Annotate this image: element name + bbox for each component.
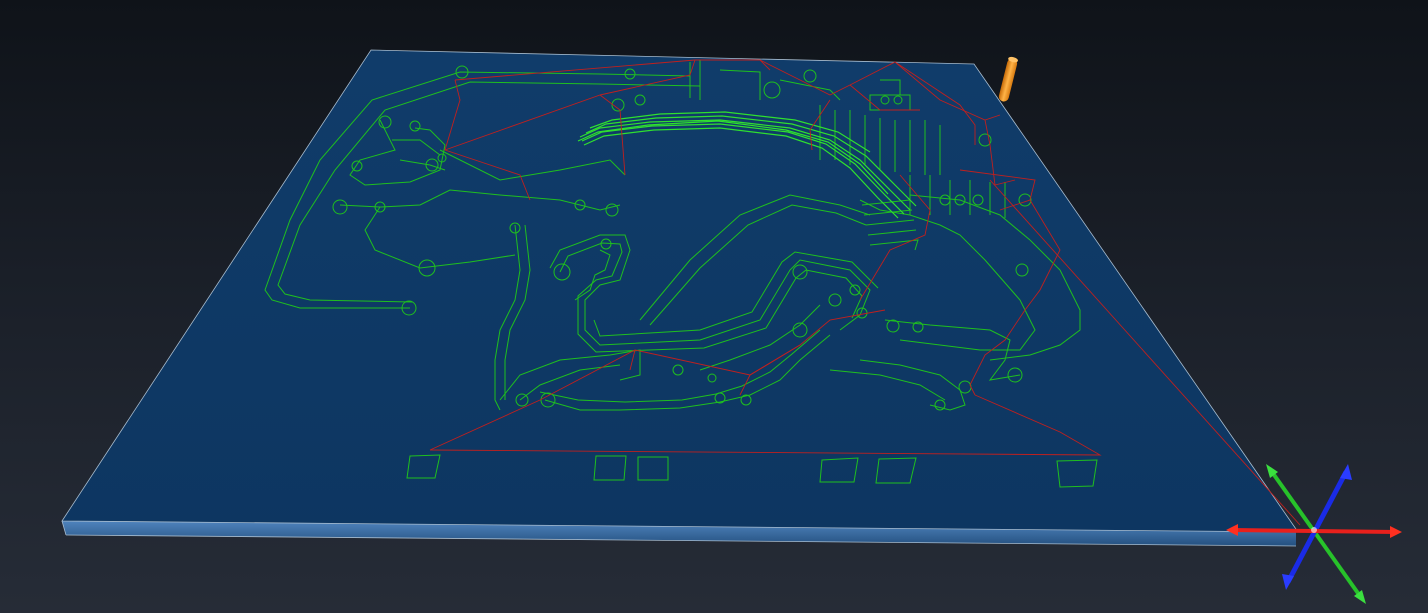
trace-mid-inner — [574, 249, 611, 301]
pcb-board[interactable] — [61, 49, 1299, 547]
trace-s-curve — [639, 194, 871, 321]
copper-traces — [264, 60, 1098, 488]
gizmo-z-axis[interactable] — [1282, 464, 1352, 590]
trace-s-curve-2 — [649, 204, 867, 326]
component-footprints — [406, 454, 1098, 488]
trace-left-mid-2 — [364, 206, 516, 269]
board-edge — [62, 521, 1296, 546]
trace-bottom-mid — [499, 349, 641, 401]
trace-left-mid — [339, 189, 621, 211]
highlighted-trace-bundle — [577, 111, 917, 219]
via-pads — [332, 65, 1032, 411]
trace-center-left — [494, 224, 521, 411]
trace-top-left-horizon — [439, 149, 626, 181]
trace-mid-loop-3 — [593, 251, 879, 337]
trace-bottom-curve-3 — [699, 304, 821, 371]
board-bottom-outline — [65, 534, 1297, 547]
airwire-ratsnest — [429, 59, 1301, 526]
trace-right-group — [859, 199, 1036, 351]
axis-gizmo-icon[interactable] — [1226, 464, 1402, 604]
trace-bottom-mid-2 — [519, 364, 621, 401]
board-corner-left — [61, 520, 67, 536]
trace-top-stubs — [689, 60, 841, 101]
gizmo-origin — [1311, 527, 1317, 533]
trace-right-stubs — [909, 175, 1006, 218]
trace-mid-loop-2 — [559, 242, 863, 353]
trace-left-cluster-2 — [392, 139, 446, 171]
trace-right-lower-2 — [829, 369, 946, 401]
trace-bottom-curve — [544, 334, 831, 411]
trace-left-ring — [264, 71, 691, 309]
trace-bottom-curve-2 — [539, 329, 821, 403]
trace-left-cluster — [349, 119, 446, 186]
trace-mid-loop — [549, 234, 871, 346]
trace-fan-pads — [861, 199, 919, 251]
trace-right-group-2 — [909, 194, 1081, 361]
cylinder-marker-icon[interactable] — [998, 56, 1019, 103]
trace-center-left-2 — [504, 224, 531, 400]
trace-left-ring-inner — [277, 81, 701, 303]
trace-right-group-3 — [884, 319, 1021, 381]
